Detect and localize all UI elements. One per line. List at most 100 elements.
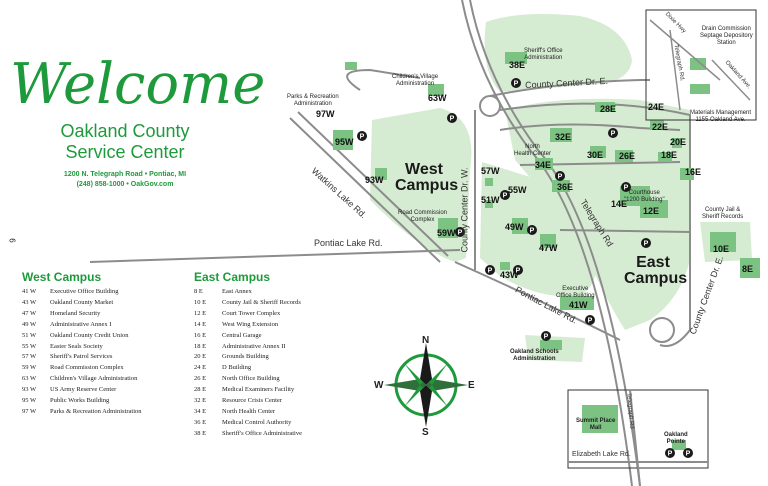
county-center-e-road [489,79,650,97]
parking-label: P [458,230,463,237]
parking-marker [357,131,367,141]
list-item-name: Road Commission Complex [50,364,124,372]
roundabout-2 [649,317,675,343]
list-item: 41 W Executive Office Building [22,287,142,298]
inset-telegraph-road [669,29,681,111]
building-18e [658,152,672,162]
parking-marker [500,190,510,200]
building-43w [500,262,510,270]
list-item-code: 10 E [194,298,207,306]
parking-label: P [558,174,563,181]
parking-marker [683,448,693,458]
code-36e: 36E [557,182,574,192]
list-item-code: 8 E [194,288,203,295]
list-item-code: 93 W [22,386,37,394]
list-item-name: D Building [222,364,252,372]
address: 1200 N. Telegraph Road • Pontiac, MI [63,171,187,178]
list-item-code: 51 W [22,331,37,339]
building-97w [345,62,357,70]
building-22e [650,120,664,130]
list-item-name: Easter Seals Society [50,342,103,350]
parking-label: P [544,334,549,341]
inset-telegraph-vertical [629,389,641,486]
parking-label: P [611,131,616,138]
list-item-name: Oakland County Credit Union [50,331,129,339]
code-51w: 51W [481,195,500,205]
building-drain [690,58,706,70]
list-item-name: Executive Office Building [50,288,119,295]
parking-marker [641,238,651,248]
parking-label: P [360,134,365,141]
contact: (248) 858-1000 • OakGov.com [76,181,174,188]
place-road-commission: Road Commission Complex [398,210,448,223]
code-16e: 16E [685,167,702,177]
list-item-code: 49 W [22,320,37,328]
list-item-code: 28 E [194,386,207,394]
parking-marker [608,128,618,138]
building-49w [512,218,528,234]
building-8e [740,258,760,278]
list-item-name: Sheriff's Office Administrative [222,429,302,437]
roundabout [479,95,501,117]
parking-marker [511,78,521,88]
parking-marker [527,225,537,235]
list-item-code: 26 E [194,375,207,383]
code-63w: 63W [428,93,447,103]
building-12e [640,200,668,218]
code-20e: 20E [670,137,687,147]
list-item-code: 43 W [22,298,37,306]
north-campus-area [484,14,632,92]
list-item-code: 55 W [22,342,37,350]
place-materials: Materials Management 1155 Oakland Ave. [690,110,752,123]
parking-label: P [514,81,519,88]
building-schools [540,340,562,350]
pontiac-lake-road-w [89,249,461,263]
list-item: 8 E East Annex [194,287,302,298]
code-93w: 93W [365,175,384,185]
list-item-name: Homeland Security [50,309,101,317]
list-item-name: Children's Village Administration [50,375,138,383]
code-59w: 59W [437,228,456,238]
code-26e: 26E [619,151,636,161]
code-30e: 30E [587,150,604,160]
code-34e: 34E [535,160,552,170]
building-63w [428,84,444,96]
east-loop-road [499,102,691,347]
list-item-name: East Annex [222,288,252,295]
list-item: 95 W Public Works Building [22,396,142,407]
list-item-code: 18 E [194,342,207,350]
compass-n: N [422,335,430,346]
building-59w [438,218,458,238]
list-item-code: 41 W [22,288,37,295]
list-item-code: 57 W [22,353,37,361]
west-list-heading: West Campus [22,270,102,284]
list-item-code: 95 W [22,397,37,405]
parking-label: P [516,268,521,275]
building-32e [550,128,572,142]
west-campus-label: West Campus [395,161,459,194]
code-10e: 10E [713,244,730,254]
place-sheriff-admin: Sheriff's Office Administration [524,48,563,61]
list-item-code: 36 E [194,418,207,426]
building-26e [615,150,633,162]
building-93w [375,168,387,180]
pontiac-lake-road-e [454,261,621,341]
code-12e: 12E [643,206,660,216]
list-item-name: Grounds Building [222,353,269,361]
east-campus-label: East Campus [624,254,688,287]
place-executive: Executive Office Building [556,286,595,299]
building-10e [710,232,736,252]
list-item-name: Public Works Building [50,397,110,405]
